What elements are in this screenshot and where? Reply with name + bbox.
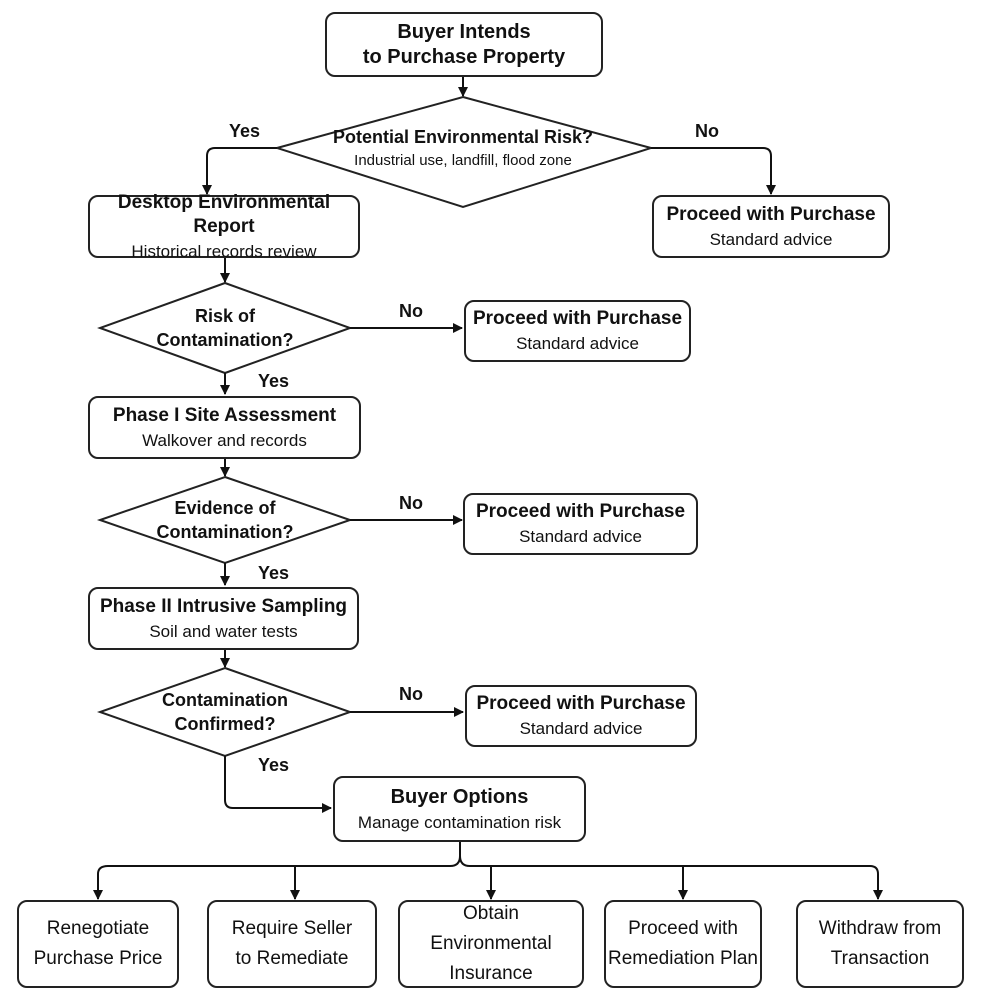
proceed-purchase-title: Proceed with Purchase xyxy=(475,501,686,522)
label-yes-decision4: Yes xyxy=(258,755,290,775)
proceed-purchase-node-4: Proceed with Purchase Standard advice xyxy=(465,685,697,747)
phase1-assessment-subtitle: Walkover and records xyxy=(142,430,307,450)
option-withdraw-transaction: Withdraw from Transaction xyxy=(796,900,964,988)
phase2-sampling-title: Phase II Intrusive Sampling xyxy=(99,595,348,617)
connector-decision1-yes xyxy=(202,147,277,195)
decision-risk-contamination: Risk of Contamination? xyxy=(130,298,320,358)
connector-options-bus-right xyxy=(459,855,879,898)
label-no-decision1: No xyxy=(695,121,719,141)
option-require-seller-remediate: Require Seller to Remediate xyxy=(207,900,377,988)
proceed-purchase-subtitle: Standard advice xyxy=(709,229,833,249)
decision-environmental-risk-subtitle: Industrial use, landfill, flood zone xyxy=(354,152,572,169)
proceed-purchase-subtitle: Standard advice xyxy=(519,719,643,738)
proceed-purchase-subtitle: Standard advice xyxy=(519,527,642,546)
decision-risk-contamination-title: Risk of Contamination? xyxy=(156,306,294,350)
decision-environmental-risk: Potential Environmental Risk? Industrial… xyxy=(300,118,626,178)
phase1-assessment-title: Phase I Site Assessment xyxy=(112,404,337,426)
decision-environmental-risk-title: Potential Environmental Risk? xyxy=(332,127,594,147)
proceed-purchase-title: Proceed with Purchase xyxy=(472,308,683,329)
phase2-sampling-node: Phase II Intrusive Sampling Soil and wat… xyxy=(88,587,359,650)
proceed-purchase-node-3: Proceed with Purchase Standard advice xyxy=(463,493,698,555)
decision-evidence-contamination-title: Evidence of Contamination? xyxy=(156,498,294,542)
proceed-purchase-node-1: Proceed with Purchase Standard advice xyxy=(652,195,890,258)
option-environmental-insurance: Obtain Environmental Insurance xyxy=(398,900,584,988)
connector-options-bus xyxy=(97,842,461,898)
desktop-report-title: Desktop Environmental Report xyxy=(117,191,331,237)
decision-environmental-risk-shape xyxy=(273,95,655,209)
decision-contamination-confirmed: Contamination Confirmed? xyxy=(130,682,320,742)
proceed-purchase-title: Proceed with Purchase xyxy=(666,203,876,225)
label-no-decision4: No xyxy=(399,684,423,704)
buyer-options-node: Buyer Options Manage contamination risk xyxy=(333,776,586,842)
start-node: Buyer Intends to Purchase Property xyxy=(325,12,603,77)
option-title: Require Seller to Remediate xyxy=(231,918,353,969)
option-title: Obtain Environmental Insurance xyxy=(430,903,552,984)
option-remediation-plan: Proceed with Remediation Plan xyxy=(604,900,762,988)
buyer-options-subtitle: Manage contamination risk xyxy=(357,812,562,832)
phase1-assessment-node: Phase I Site Assessment Walkover and rec… xyxy=(88,396,361,459)
start-node-title: Buyer Intends to Purchase Property xyxy=(362,20,566,68)
label-no-decision3: No xyxy=(399,493,423,513)
label-yes-decision2: Yes xyxy=(258,371,290,391)
option-title: Proceed with Remediation Plan xyxy=(608,918,758,969)
label-yes-decision3: Yes xyxy=(258,563,290,583)
proceed-purchase-title: Proceed with Purchase xyxy=(476,693,686,714)
decision-evidence-contamination: Evidence of Contamination? xyxy=(130,490,320,550)
proceed-purchase-subtitle: Standard advice xyxy=(516,334,639,353)
label-no-decision2: No xyxy=(399,301,423,321)
phase2-sampling-subtitle: Soil and water tests xyxy=(149,621,298,641)
desktop-report-subtitle: Historical records review xyxy=(131,241,317,261)
connector-decision1-no xyxy=(651,147,776,195)
option-title: Renegotiate Purchase Price xyxy=(33,918,163,969)
option-title: Withdraw from Transaction xyxy=(818,918,942,969)
connector-decision4-yes xyxy=(224,756,332,813)
desktop-report-node: Desktop Environmental Report Historical … xyxy=(88,192,360,261)
label-yes-decision1: Yes xyxy=(229,121,261,141)
option-renegotiate-price: Renegotiate Purchase Price xyxy=(17,900,179,988)
proceed-purchase-node-2: Proceed with Purchase Standard advice xyxy=(464,300,691,362)
buyer-options-title: Buyer Options xyxy=(390,785,529,808)
decision-contamination-confirmed-title: Contamination Confirmed? xyxy=(162,690,288,734)
